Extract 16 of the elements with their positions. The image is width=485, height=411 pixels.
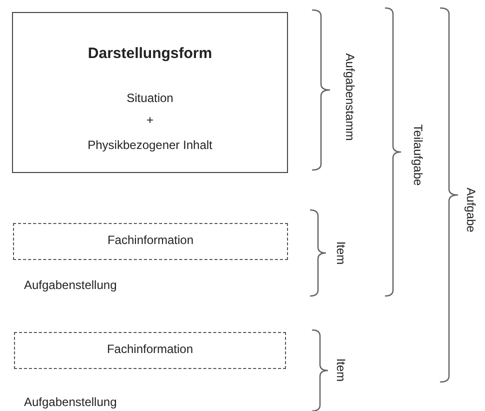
box-text: +	[145, 113, 154, 127]
bracket-label: Aufgabe	[464, 188, 478, 232]
bracket-label: Item	[334, 358, 348, 382]
text-label: Aufgabenstellung	[24, 278, 117, 292]
dashed-box	[13, 223, 288, 260]
bracket-label: Aufgabenstamm	[343, 53, 357, 141]
box-text: Physikbezogener Inhalt	[86, 138, 214, 152]
bracket-label: Item	[334, 241, 348, 265]
box-text: Situation	[126, 91, 174, 105]
box-label: Fachinformation	[106, 233, 195, 247]
box-label: Fachinformation	[106, 342, 194, 356]
dashed-box	[14, 332, 286, 369]
box-heading: Darstellungsform	[86, 45, 214, 62]
text-label: Aufgabenstellung	[24, 395, 117, 409]
content-box	[12, 12, 288, 173]
bracket-label: Teilaufgabe	[411, 124, 425, 186]
